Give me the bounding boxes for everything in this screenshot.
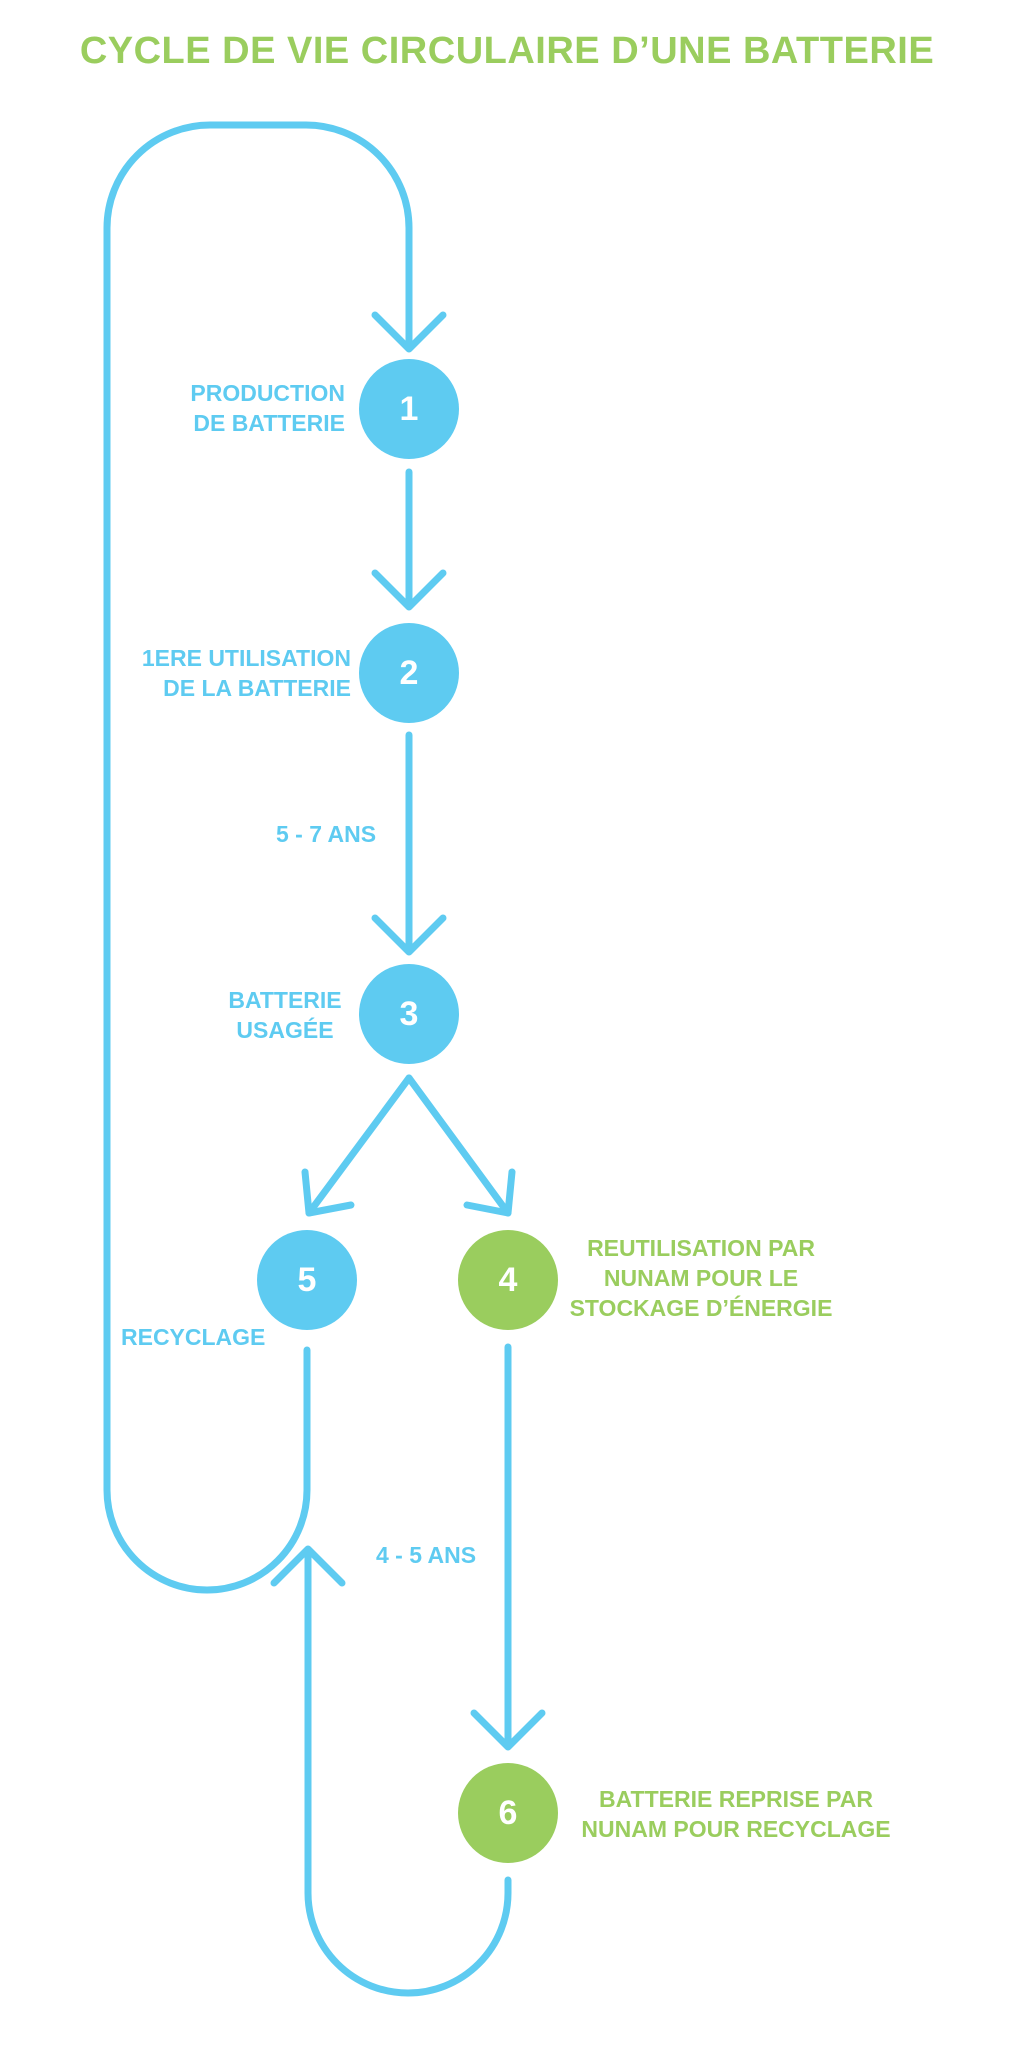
label-node-6: BATTERIE REPRISE PAR NUNAM POUR RECYCLAG… (566, 1784, 906, 1844)
label-node-5: RECYCLAGE (121, 1322, 265, 1352)
node-number: 5 (297, 1260, 317, 1299)
node-3-used-battery: 3 (359, 964, 459, 1064)
arrowhead-into-6 (470, 1709, 546, 1751)
label-line: BATTERIE (228, 987, 342, 1013)
duration-first-use: 5 - 7 ANS (276, 819, 376, 849)
label-node-2: 1ERE UTILISATION DE LA BATTERIE (142, 643, 351, 703)
label-line: DE BATTERIE (193, 410, 345, 436)
node-1-production: 1 (359, 359, 459, 459)
arrowhead-into-1 (371, 311, 447, 353)
label-line: 1ERE UTILISATION (141, 645, 351, 671)
label-line: NUNAM POUR LE (603, 1265, 799, 1291)
label-node-4: REUTILISATION PAR NUNAM POUR LE STOCKAGE… (556, 1233, 846, 1323)
label-line: RECYCLAGE (121, 1324, 266, 1350)
node-5-recycling: 5 (257, 1230, 357, 1330)
node-2-first-use: 2 (359, 623, 459, 723)
arrowhead-into-3 (371, 914, 447, 956)
node-6-take-back: 6 (458, 1763, 558, 1863)
arrowhead-into-2 (371, 569, 447, 611)
loop-6-to-recycling (304, 1546, 512, 1997)
label-line: USAGÉE (236, 1017, 334, 1043)
label-node-3: BATTERIE USAGÉE (215, 985, 355, 1045)
label-line: DE LA BATTERIE (163, 675, 351, 701)
label-line: STOCKAGE D’ÉNERGIE (569, 1295, 833, 1321)
duration-text: 4 - 5 ANS (376, 1542, 477, 1568)
node-4-reuse-storage: 4 (458, 1230, 558, 1330)
node-number: 1 (399, 389, 419, 428)
arrowhead-into-4 (463, 1168, 516, 1217)
label-line: BATTERIE REPRISE PAR (599, 1786, 873, 1812)
arrow-3-to-5 (305, 1074, 413, 1217)
arrow-3-to-4 (405, 1074, 512, 1217)
arrowhead-into-5 (301, 1168, 355, 1217)
label-line: PRODUCTION (190, 380, 345, 406)
duration-reuse: 4 - 5 ANS (376, 1540, 476, 1570)
label-line: NUNAM POUR RECYCLAGE (581, 1816, 891, 1842)
loop-recycling-to-production (103, 121, 413, 1594)
node-number: 4 (498, 1260, 518, 1299)
arrowhead-into-recycling (270, 1545, 346, 1587)
node-number: 2 (399, 653, 419, 692)
label-line: REUTILISATION PAR (587, 1235, 815, 1261)
duration-text: 5 - 7 ANS (276, 821, 377, 847)
node-number: 6 (498, 1793, 518, 1832)
diagram-title: CYCLE DE VIE CIRCULAIRE D’UNE BATTERIE (79, 30, 935, 72)
node-number: 3 (399, 994, 419, 1033)
label-node-1: PRODUCTION DE BATTERIE (190, 378, 345, 438)
